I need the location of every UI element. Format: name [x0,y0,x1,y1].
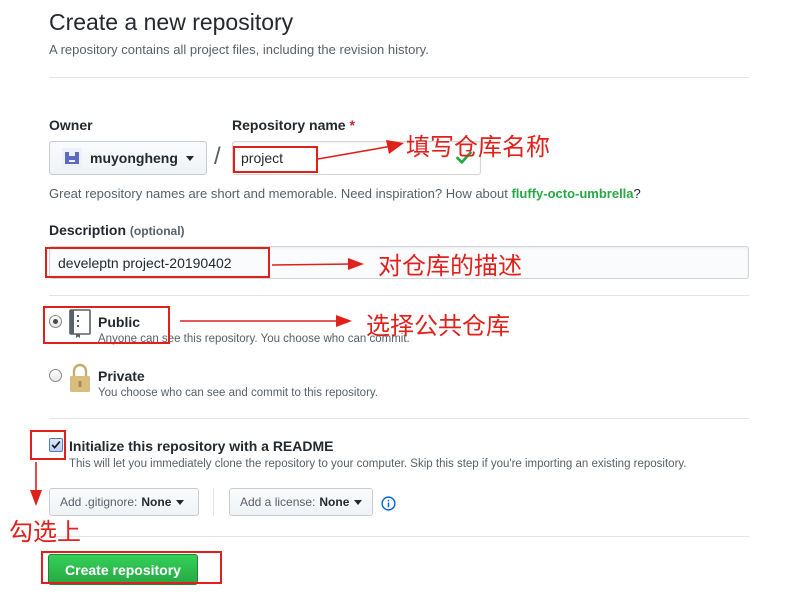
repo-name-hint: Great repository names are short and mem… [49,186,641,201]
annotation-description: 对仓库的描述 [378,252,522,280]
gitignore-label: Add .gitignore: [60,495,138,509]
private-radio[interactable] [49,369,62,382]
annotation-box-description [45,247,270,278]
public-radio[interactable] [49,315,62,328]
private-note: You choose who can see and commit to thi… [98,387,378,399]
caret-down-icon [354,499,363,505]
private-title: Private [98,368,145,384]
caret-down-icon [185,155,194,161]
check-icon [456,151,472,164]
annotation-box-public [43,306,170,344]
divider [49,536,749,537]
caret-down-icon [176,499,185,505]
owner-dropdown[interactable]: muyongheng [49,141,207,175]
annotation-box-repo-name [233,146,318,173]
user-avatar-icon [62,148,82,168]
divider [49,295,749,296]
repo-name-value: project [241,150,284,166]
required-mark: * [349,117,355,133]
gitignore-dropdown[interactable]: Add .gitignore:None [49,488,199,516]
annotation-check: 勾选上 [9,518,81,546]
name-suggestion-link[interactable]: fluffy-octo-umbrella [511,186,634,201]
annotation-public: 选择公共仓库 [366,312,510,340]
license-dropdown[interactable]: Add a license:None [229,488,373,516]
page-title: Create a new repository [49,9,294,35]
description-label-text: Description [49,222,127,238]
info-icon[interactable] [381,496,396,511]
init-readme-note: This will let you immediately clone the … [69,458,687,470]
public-note: Anyone can see this repository. You choo… [98,333,410,345]
public-title: Public [98,314,141,330]
create-repository-button[interactable]: Create repository [48,554,198,585]
optional-tag: (optional) [129,224,185,238]
lock-icon [70,363,90,392]
init-readme-checkbox[interactable] [49,438,63,452]
owner-label: Owner [49,117,93,133]
repo-name-label-text: Repository name [232,117,346,133]
license-value: None [319,495,350,509]
hint-prefix: Great repository names are short and mem… [49,186,512,201]
license-label: Add a license: [240,495,316,509]
owner-repo-separator: / [214,143,221,170]
select-separator [213,488,214,516]
owner-name: muyongheng [90,150,178,166]
book-repo-icon [69,309,91,338]
annotation-repo-name: 填写仓库名称 [406,133,550,161]
hint-suffix: ? [633,186,641,201]
description-label: Description (optional) [49,222,185,238]
repo-name-label: Repository name * [232,117,355,133]
init-readme-label[interactable]: Initialize this repository with a README [69,438,334,454]
checkmark-icon [51,441,61,449]
description-input[interactable]: develeptn project-20190402 [49,246,749,279]
repo-name-input[interactable]: project [232,141,481,175]
annotation-box-checkbox [30,430,66,460]
page-subtitle: A repository contains all project files,… [49,42,429,57]
gitignore-value: None [141,495,172,509]
description-value: develeptn project-20190402 [58,254,232,271]
annotation-box-create [41,551,222,584]
divider [49,418,749,419]
divider [49,77,749,78]
